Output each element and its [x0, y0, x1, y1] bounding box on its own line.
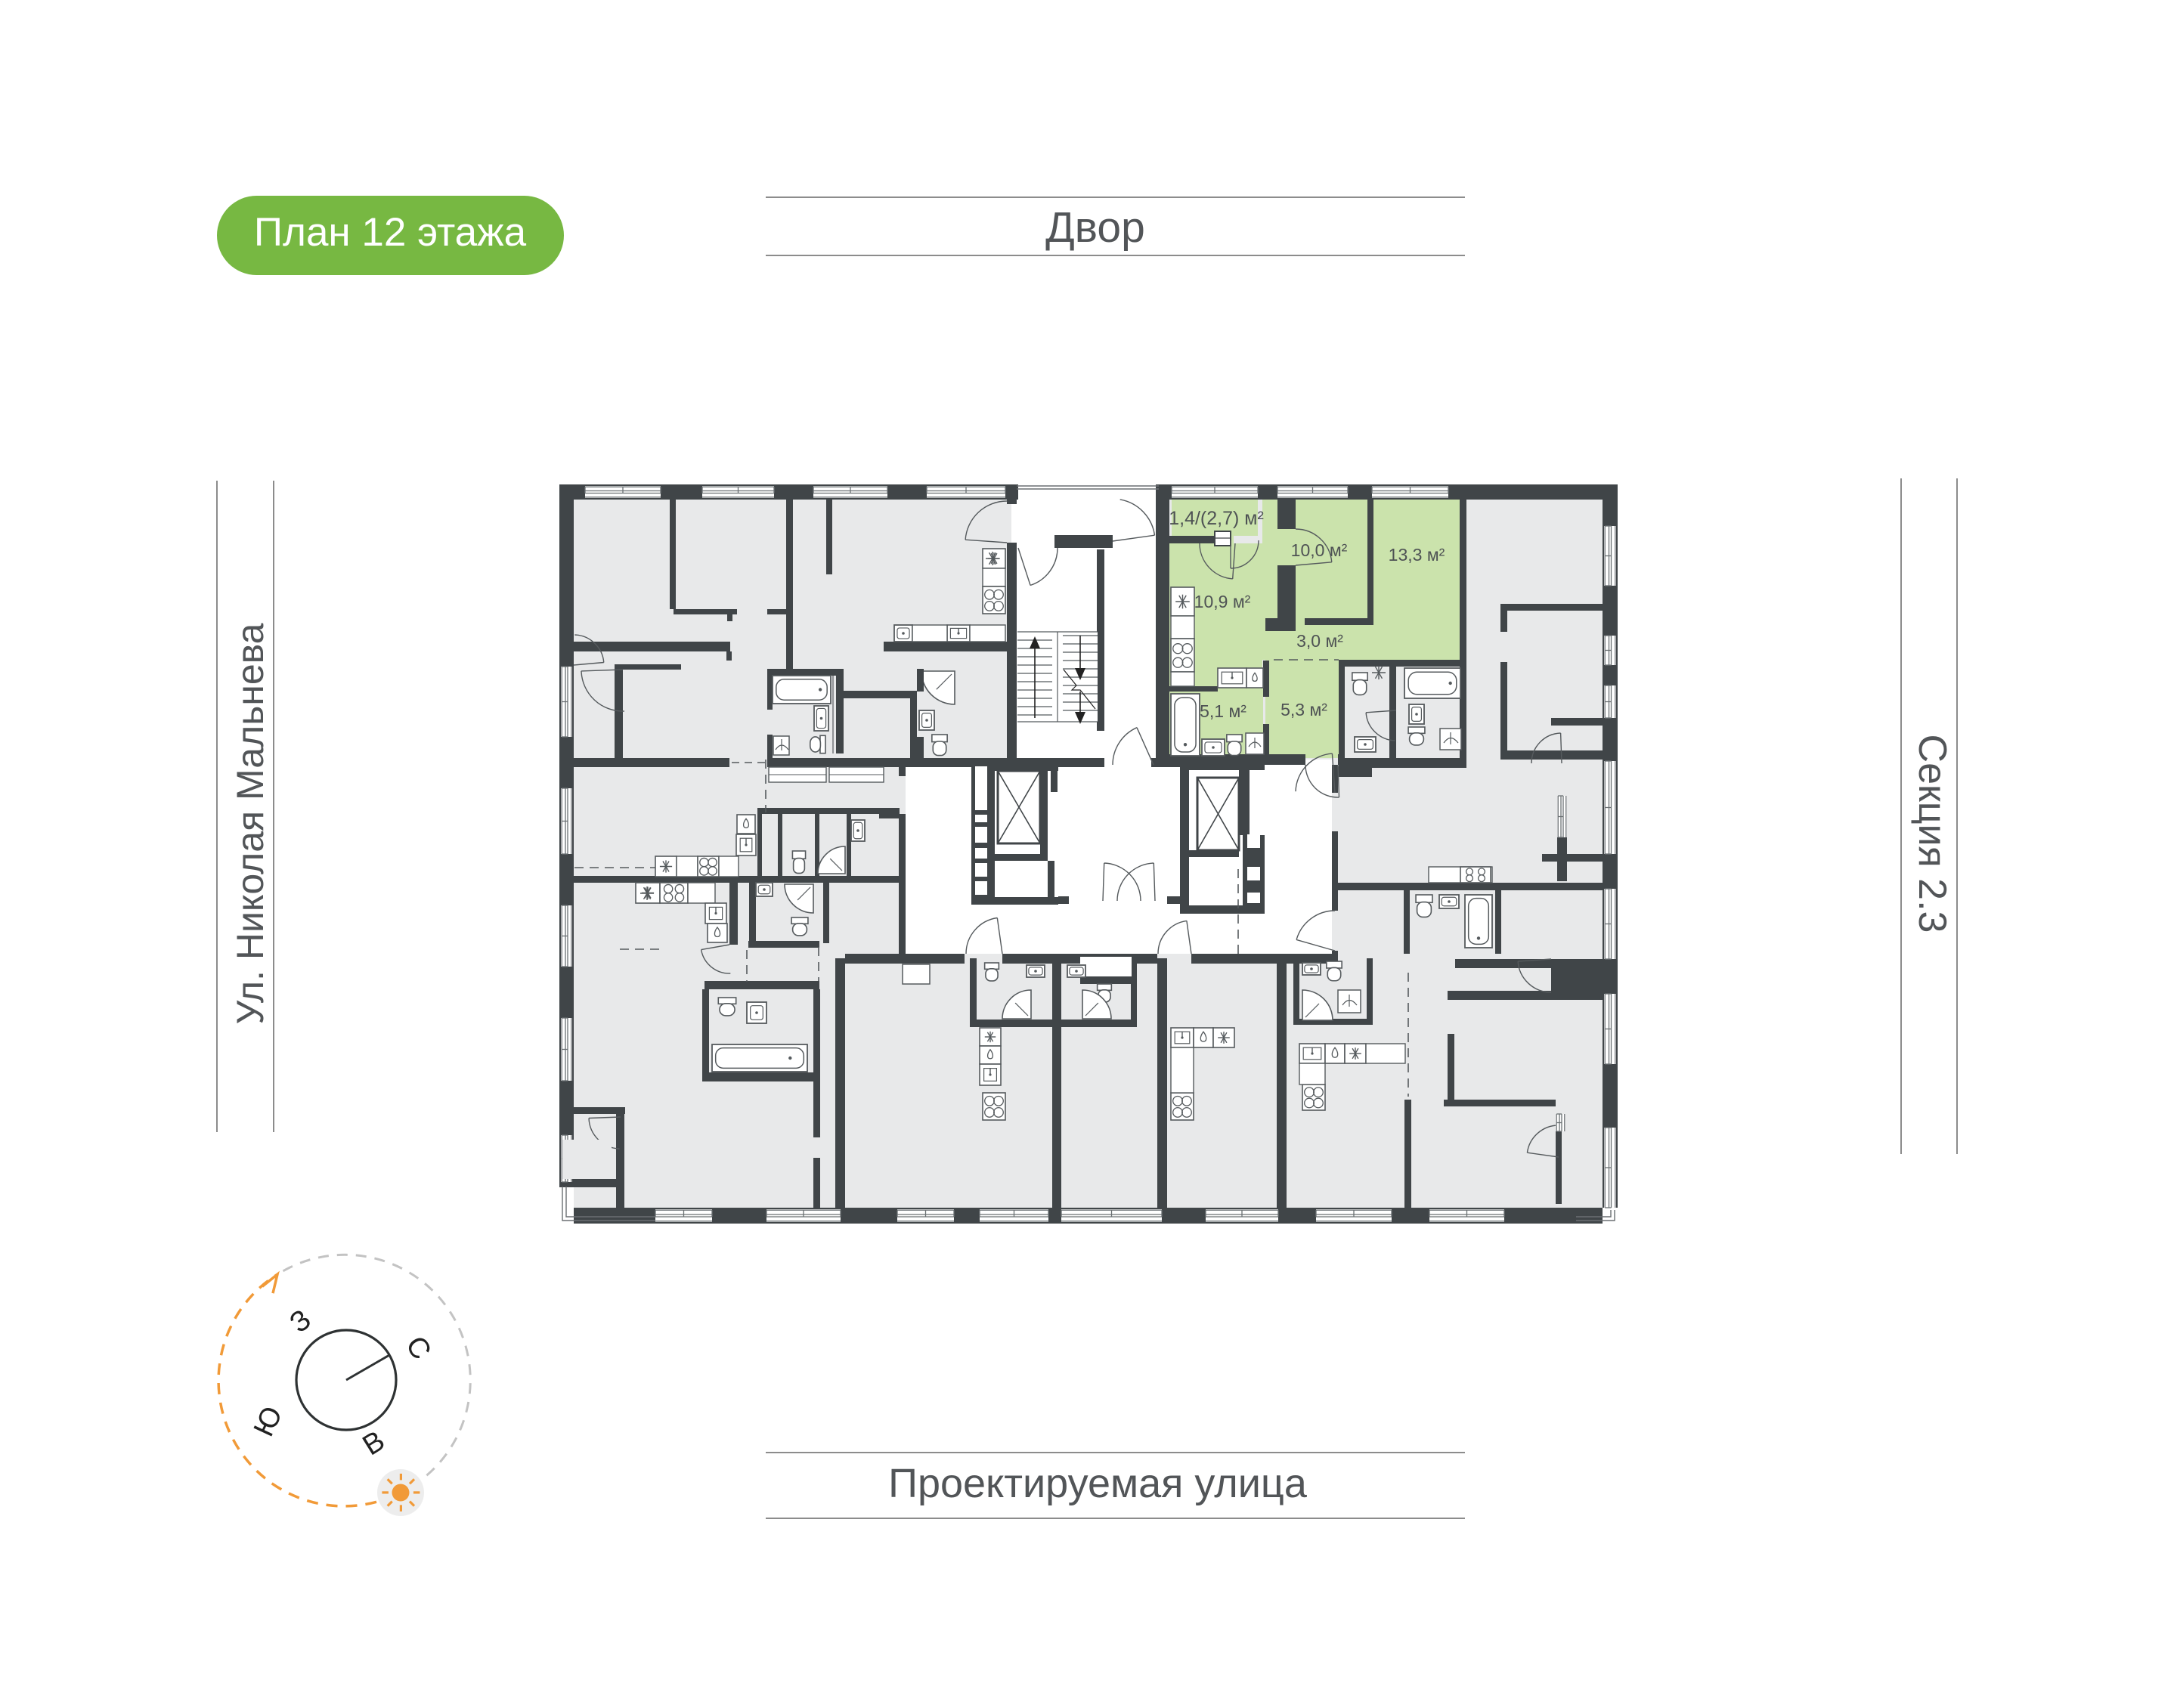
svg-text:5,1 м²: 5,1 м² — [1200, 701, 1246, 721]
svg-text:1,4/(2,7) м²: 1,4/(2,7) м² — [1169, 508, 1264, 529]
svg-text:5,3 м²: 5,3 м² — [1280, 700, 1327, 719]
svg-text:Проектируемая улица: Проектируемая улица — [888, 1461, 1308, 1506]
svg-text:10,0 м²: 10,0 м² — [1291, 540, 1348, 560]
svg-text:13,3 м²: 13,3 м² — [1389, 545, 1445, 565]
svg-text:10,9 м²: 10,9 м² — [1194, 592, 1251, 611]
svg-text:3,0 м²: 3,0 м² — [1296, 631, 1343, 651]
svg-text:Двор: Двор — [1045, 203, 1145, 252]
svg-text:Секция 2.3: Секция 2.3 — [1910, 735, 1954, 933]
svg-text:План 12 этажа: План 12 этажа — [254, 210, 527, 255]
svg-text:Ул. Николая Мальнева: Ул. Николая Мальнева — [229, 623, 271, 1024]
